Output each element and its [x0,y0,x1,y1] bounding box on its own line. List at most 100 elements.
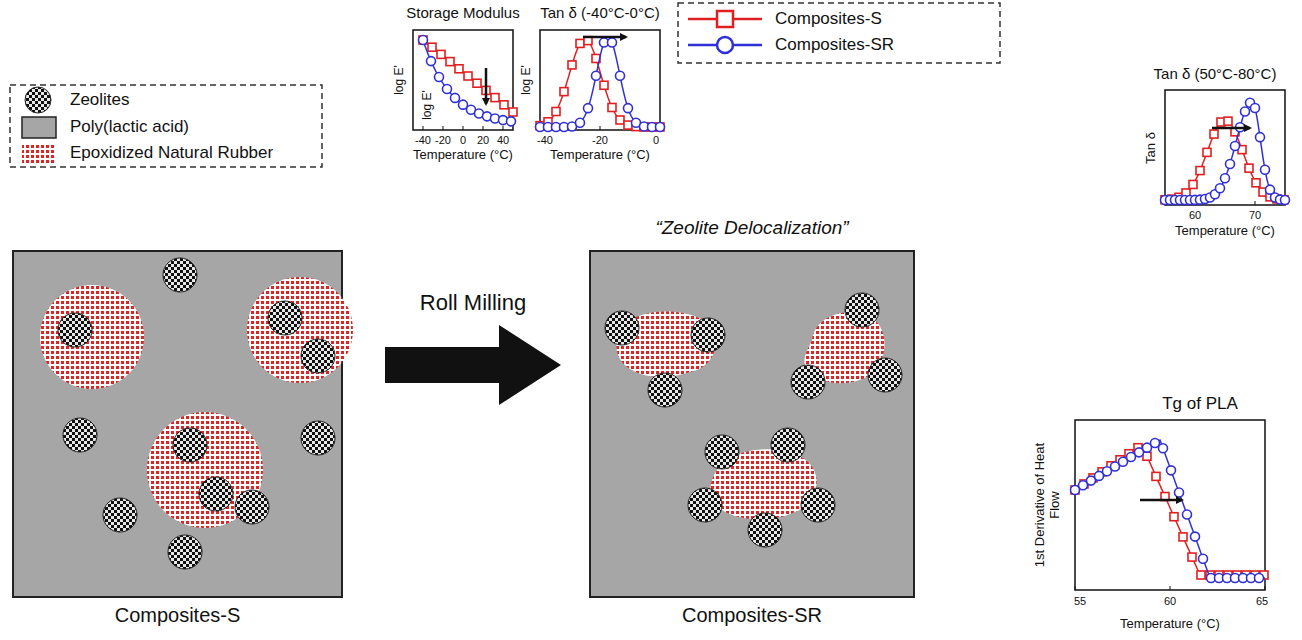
data-marker [608,38,617,47]
data-marker [1231,142,1240,151]
legend-text: Composites-S [775,9,882,29]
data-marker [1197,571,1205,579]
swatch-shape [22,143,56,164]
axis-label: 40 [497,134,509,147]
chart-stroke [1212,127,1250,130]
data-marker [1261,165,1270,174]
zeolite-particle [173,428,207,462]
chart-stroke [485,68,488,104]
chart-stroke [1140,499,1182,502]
rubber-domain [40,285,144,389]
zeolite-particle [103,498,137,532]
data-marker [1210,130,1218,138]
axis-label: log E' [421,90,435,120]
data-marker [491,94,499,102]
axis-label: 20 [477,134,489,147]
data-marker [1151,438,1160,447]
axis-label: 70 [1249,209,1261,222]
data-marker [576,118,585,127]
axis-label: Temperature (°C) [413,148,513,163]
data-marker [1241,107,1250,116]
data-marker [443,84,452,93]
box-heading: Composites-SR [571,604,933,627]
composite-box: Composites-SR [589,250,915,598]
axis-label: Temperature (°C) [1120,617,1220,632]
legend-text: Poly(lactic acid) [70,117,189,137]
data-marker [616,71,625,80]
data-marker [435,72,444,81]
data-marker [552,108,560,116]
legend-sample [686,35,766,55]
data-marker [446,58,454,66]
data-line [540,37,660,127]
data-marker [560,88,568,96]
data-line [1075,440,1265,578]
data-marker [624,104,633,113]
chart-stroke [600,126,601,130]
axis-label: Tan δ (-40°C-0°C) [540,4,660,21]
data-marker [1199,554,1208,563]
axis-label: -20 [435,134,451,147]
axis-label: 60 [1189,209,1201,222]
data-marker [1189,180,1197,188]
data-marker [656,123,664,131]
particles [40,258,353,569]
data-marker [1221,174,1230,183]
zeolite-particle [605,311,639,345]
particles [605,293,902,547]
data-marker [428,43,436,51]
legend-swatch [20,113,60,141]
zeolite-particle [168,535,202,569]
edge-label: Roll Milling [417,290,529,315]
legend-text: Epoxidized Natural Rubber [70,143,273,163]
zeolite-particle [235,490,269,524]
data-marker [600,81,608,89]
legend-text: Composites-SR [775,35,894,55]
data-marker [592,71,601,80]
zeolite-particle [301,339,335,373]
zeolite-particle [58,313,92,347]
data-line [423,40,513,112]
axis-label: log E' [393,65,407,95]
box-heading: Composites-S [0,604,361,627]
data-marker [419,36,428,45]
chart-stroke [1170,586,1171,590]
axis-label: 55 [1074,595,1086,608]
chart-stroke [678,3,1000,63]
zeolite-particle [748,513,782,547]
process-arrow [385,325,561,405]
chart-stroke [443,126,444,130]
chart-stroke [483,126,484,130]
data-marker [656,122,665,131]
chart-stroke [1075,586,1076,590]
axis-label: 65 [1256,595,1268,608]
data-marker [576,39,584,47]
zeolite-particle [845,293,879,327]
data-marker [584,104,593,113]
data-marker [1143,452,1151,460]
data-marker [1183,510,1192,519]
data-marker [1256,133,1265,142]
data-marker [1170,513,1178,521]
data-marker [500,101,508,109]
chart-stroke [1165,90,1285,205]
data-marker [616,116,624,124]
data-marker [1255,574,1264,583]
sample-marker [717,11,733,27]
axis-label: Tg of PLA [1162,394,1238,414]
data-marker [451,93,460,102]
zeolite-particle [648,373,682,407]
axis-label: Tan δ [1144,132,1159,164]
zeolite-particle [791,365,825,399]
data-marker [1251,103,1260,112]
data-line [1075,445,1265,575]
chart-stroke [423,126,424,130]
zeolite-particle [268,301,302,335]
data-marker [1226,159,1235,168]
sample-marker [717,37,733,53]
axis-label: 1st Derivative of Heat Flow [1033,443,1063,568]
data-marker [1224,117,1232,125]
data-marker [1196,167,1204,175]
chart-stroke [1075,420,1265,590]
axis-label: 0 [653,134,659,147]
